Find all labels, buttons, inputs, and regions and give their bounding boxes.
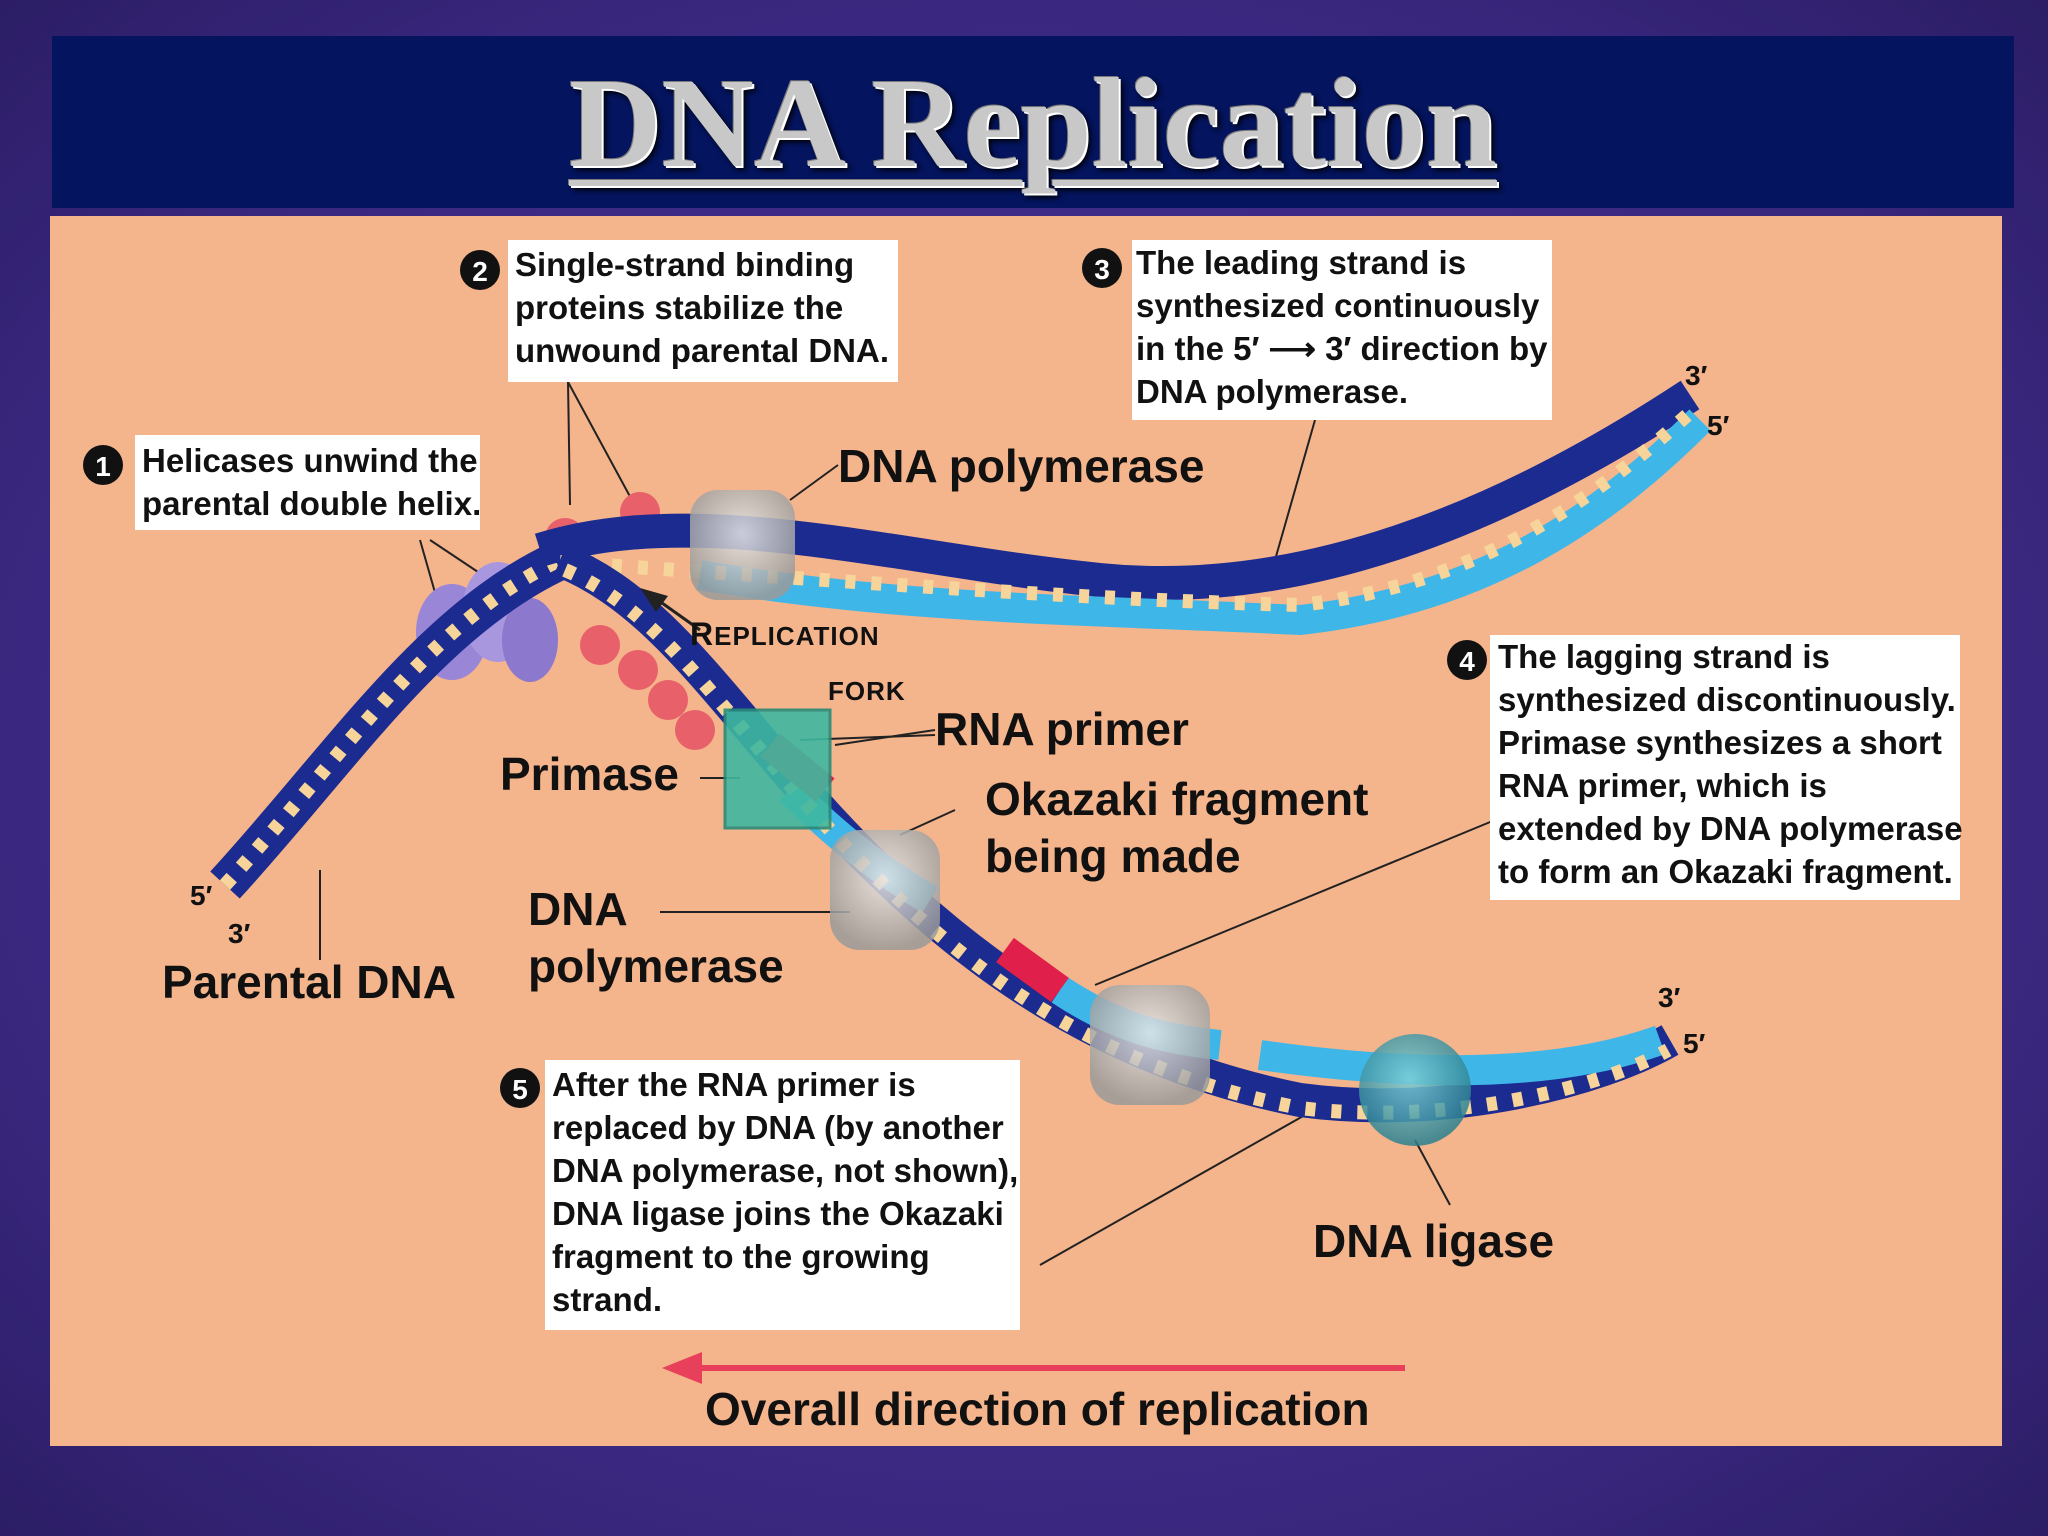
- step-2-box: [508, 240, 898, 382]
- step-4-line-1: The lagging strand is: [1498, 638, 1830, 675]
- direction-arrowhead: [662, 1352, 702, 1384]
- lagging-template-strand: [553, 544, 1679, 1123]
- step-4-badge: [1447, 640, 1487, 680]
- okazaki-fragment-3: [1257, 1025, 1666, 1086]
- step-5-line-6: strand.: [552, 1281, 662, 1318]
- rna-primer-icon-2: [996, 937, 1069, 1003]
- step-2-line-2: proteins stabilize the: [515, 289, 843, 326]
- dna-polymerase-icon-2: [830, 830, 940, 950]
- parental-dna-bases: [219, 553, 563, 890]
- step-2-badge: [460, 250, 500, 290]
- step-4-line-6: to form an Okazaki fragment.: [1498, 853, 1953, 890]
- step-2-number: 2: [472, 256, 488, 287]
- leading-strand-bases: [559, 402, 1700, 613]
- step-3-badge: [1082, 248, 1122, 288]
- step-1-line-2: parental double helix.: [142, 485, 481, 522]
- label-primase: Primase: [500, 748, 679, 800]
- step-4-line-5: extended by DNA polymerase: [1498, 810, 1963, 847]
- end-left-3: 3′: [228, 918, 251, 949]
- step-1-number: 1: [95, 451, 111, 482]
- parental-dna-strand: [210, 541, 569, 899]
- fork-arrowhead: [640, 588, 668, 612]
- end-left-5: 5′: [190, 880, 213, 911]
- label-overall-direction: Overall direction of replication: [705, 1383, 1370, 1435]
- label-rna-primer: RNA primer: [935, 703, 1189, 755]
- step-5-line-5: fragment to the growing: [552, 1238, 930, 1275]
- dna-polymerase-icon: [690, 490, 795, 600]
- primase-icon: [723, 708, 832, 830]
- label-replication: REPLICATION: [690, 616, 880, 652]
- title-bar: DNA Replication: [52, 36, 2014, 208]
- step-3-number: 3: [1094, 254, 1110, 285]
- step-1-box: [135, 435, 480, 530]
- label-dna-polymerase-bottom-2: polymerase: [528, 940, 784, 992]
- step-1-badge: [83, 445, 123, 485]
- step-5-badge: [500, 1068, 540, 1108]
- label-parental-dna: Parental DNA: [162, 956, 456, 1008]
- step-3-line-3: in the 5′ ⟶ 3′ direction by: [1136, 330, 1548, 367]
- step-1-line-1: Helicases unwind the: [142, 442, 478, 479]
- label-dna-ligase: DNA ligase: [1313, 1215, 1554, 1267]
- step-5-line-1: After the RNA primer is: [552, 1066, 916, 1103]
- step-4-line-3: Primase synthesizes a short: [1498, 724, 1942, 761]
- step-5-box: [545, 1060, 1020, 1330]
- label-fork: FORK: [828, 676, 906, 706]
- step-5-line-2: replaced by DNA (by another: [552, 1109, 1004, 1146]
- label-dna-polymerase-top: DNA polymerase: [838, 440, 1204, 492]
- step-2-line-3: unwound parental DNA.: [515, 332, 889, 369]
- dna-ligase-icon: [1359, 1034, 1471, 1146]
- dna-polymerase-icon-3: [1090, 985, 1210, 1105]
- end-top-3: 3′: [1685, 360, 1708, 391]
- step-4-box: [1490, 635, 1960, 900]
- step-5-line-4: DNA ligase joins the Okazaki: [552, 1195, 1004, 1232]
- step-4-number: 4: [1459, 646, 1475, 677]
- step-3-line-4: DNA polymerase.: [1136, 373, 1408, 410]
- step-3-line-1: The leading strand is: [1136, 244, 1466, 281]
- end-bottom-5: 5′: [1683, 1028, 1706, 1059]
- label-okazaki-line-1: Okazaki fragment: [985, 773, 1368, 825]
- end-bottom-3: 3′: [1658, 982, 1681, 1013]
- leading-new-strand: [697, 409, 1711, 636]
- label-dna-polymerase-bottom-1: DNA: [528, 883, 628, 935]
- step-4-line-4: RNA primer, which is: [1498, 767, 1827, 804]
- step-3-box: [1132, 240, 1552, 420]
- slide-title: DNA Replication: [569, 52, 1497, 194]
- step-5-line-3: DNA polymerase, not shown),: [552, 1152, 1018, 1189]
- label-okazaki-line-2: being made: [985, 830, 1241, 882]
- step-5-number: 5: [512, 1074, 528, 1105]
- end-top-5: 5′: [1707, 410, 1730, 441]
- step-4-line-2: synthesized discontinuously.: [1498, 681, 1956, 718]
- step-3-line-2: synthesized continuously: [1136, 287, 1540, 324]
- step-2-line-1: Single-strand binding: [515, 246, 854, 283]
- leader-lines: [319, 381, 1496, 1266]
